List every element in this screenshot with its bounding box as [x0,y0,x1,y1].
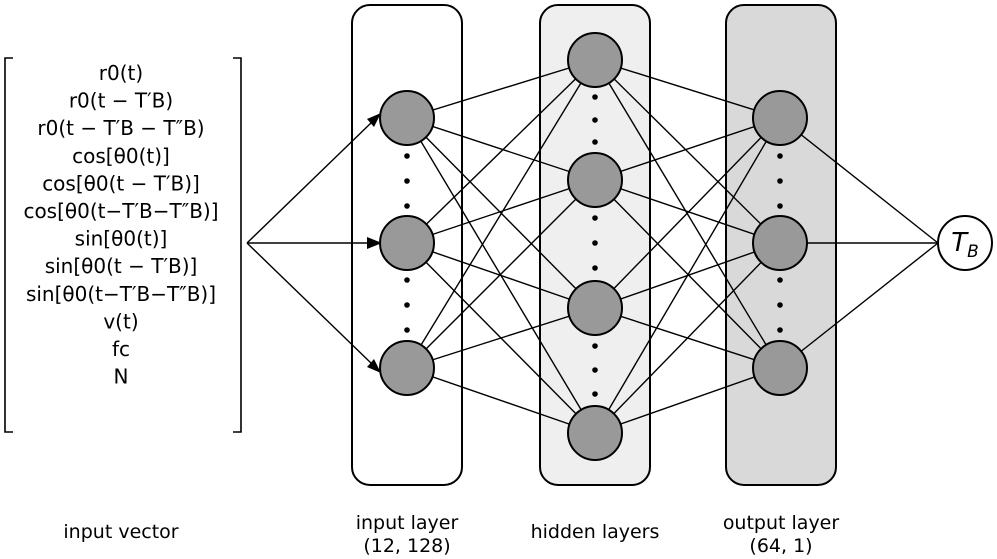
ellipsis-dot [592,94,598,100]
input-vector-entry: sin[θ0(t−T′B−T″B)] [26,282,216,306]
input-layer-node [379,340,435,396]
hidden-layer-node [567,405,623,461]
ellipsis-dot [777,203,783,209]
connection-hidden-output [594,117,781,434]
connection-input-hidden [406,117,596,181]
connection-input-hidden [406,179,596,369]
input-vector-entry: sin[θ0(t − T′B)] [45,254,198,278]
ellipsis-dot [777,302,783,308]
output-layer-shape: (64, 1) [749,535,812,557]
input-vector-left-bracket [4,57,13,433]
connection-hidden-output [594,242,781,434]
ellipsis-dot [404,277,410,283]
connection-hidden-output [594,59,781,244]
input-vector-entry: r0(t − T′B − T″B) [37,116,204,140]
output-layer-node [752,215,808,271]
connection-hidden-output [594,179,781,369]
input-vector-right-bracket [233,57,242,433]
arrowhead-middle [367,237,382,249]
output-node [937,215,993,271]
ellipsis-dot [592,343,598,349]
hidden-layer-node [567,152,623,208]
ellipsis-dot [777,327,783,333]
input-vector-entry: v(t) [103,309,138,333]
ellipsis-dot [592,215,598,221]
input-vector-entry: cos[θ0(t−T′B−T″B)] [23,199,218,223]
input-vector-entry: fc [112,337,130,361]
ellipsis-dot [777,277,783,283]
connection-hidden-output [594,179,781,244]
input-layer-shape: (12, 128) [363,535,450,557]
connection-input-hidden [406,59,596,244]
connection-hidden-output [594,117,781,309]
ellipsis-dot [404,153,410,159]
hidden-layer-node [567,32,623,88]
ellipsis-dot [404,302,410,308]
connection-input-hidden [406,59,596,119]
ellipsis-dot [404,203,410,209]
arrowhead-bottom [367,359,381,373]
ellipsis-dot [592,391,598,397]
hidden-layers-title: hidden layers [531,521,660,543]
output-layer-title: output layer [723,512,840,534]
input-vector-entry: N [114,365,129,389]
arrowhead-top [367,113,381,127]
input-vector-entry: sin[θ0(t)] [75,227,168,251]
ellipsis-dot [592,240,598,246]
connection-input-hidden [406,367,596,434]
input-layer-title: input layer [356,512,459,534]
connection-input-hidden [406,179,596,244]
ellipsis-dot [592,117,598,123]
ellipsis-dot [592,367,598,373]
hidden-layer-node [567,280,623,336]
connection-input-hidden [406,59,596,369]
input-vector-entries: r0(t) r0(t − T′B) r0(t − T′B − T″B) cos[θ0(… [23,61,218,389]
connection-input-hidden [406,242,596,309]
connections [406,59,939,434]
input-vector-entry: cos[θ0(t)] [72,144,170,168]
ellipsis-dot [404,178,410,184]
input-arrows [246,113,382,373]
ellipsis-dot [592,139,598,145]
output-layer-node [752,90,808,146]
ellipsis-dots [404,94,783,397]
ellipsis-dot [404,327,410,333]
input-layer-node [379,90,435,146]
ellipsis-dot [777,178,783,184]
input-layer-node [379,215,435,271]
connection-output-final [779,242,939,369]
output-node-label: TB [951,228,979,262]
connection-hidden-output [594,117,781,181]
connection-hidden-output [594,59,781,119]
connection-output-final [779,117,939,244]
input-vector-entry: cos[θ0(t − T′B)] [42,171,200,195]
ellipsis-dot [777,153,783,159]
input-vector-entry: r0(t) [99,61,143,85]
input-vector-label: input vector [63,521,178,543]
ellipsis-dot [592,265,598,271]
output-layer-node [752,340,808,396]
connection-hidden-output [594,367,781,434]
nodes [379,32,808,461]
connection-input-hidden [406,307,596,369]
input-vector-entry: r0(t − T′B) [69,89,173,113]
